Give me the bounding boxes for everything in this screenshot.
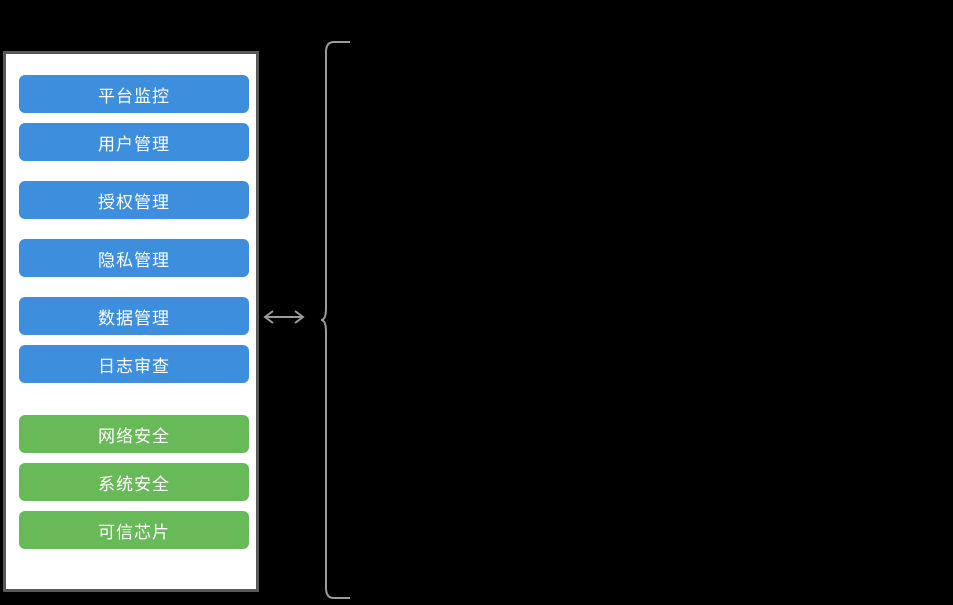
right-curly-brace-icon bbox=[320, 40, 360, 600]
chip-user-management[interactable]: 用户管理 bbox=[19, 123, 249, 161]
chip-log-audit[interactable]: 日志审查 bbox=[19, 345, 249, 383]
chip-authorization-management[interactable]: 授权管理 bbox=[19, 181, 249, 219]
chip-platform-monitor[interactable]: 平台监控 bbox=[19, 75, 249, 113]
chip-trusted-chip[interactable]: 可信芯片 bbox=[19, 511, 249, 549]
component-panel: 平台监控 用户管理 授权管理 隐私管理 数据管理 日志审查 网络安全 系统安全 … bbox=[3, 51, 259, 592]
chip-privacy-management[interactable]: 隐私管理 bbox=[19, 239, 249, 277]
chip-system-security[interactable]: 系统安全 bbox=[19, 463, 249, 501]
chip-data-management[interactable]: 数据管理 bbox=[19, 297, 249, 335]
chip-list: 平台监控 用户管理 授权管理 隐私管理 数据管理 日志审查 网络安全 系统安全 … bbox=[19, 75, 249, 549]
chip-network-security[interactable]: 网络安全 bbox=[19, 415, 249, 453]
double-arrow-icon bbox=[260, 307, 308, 327]
